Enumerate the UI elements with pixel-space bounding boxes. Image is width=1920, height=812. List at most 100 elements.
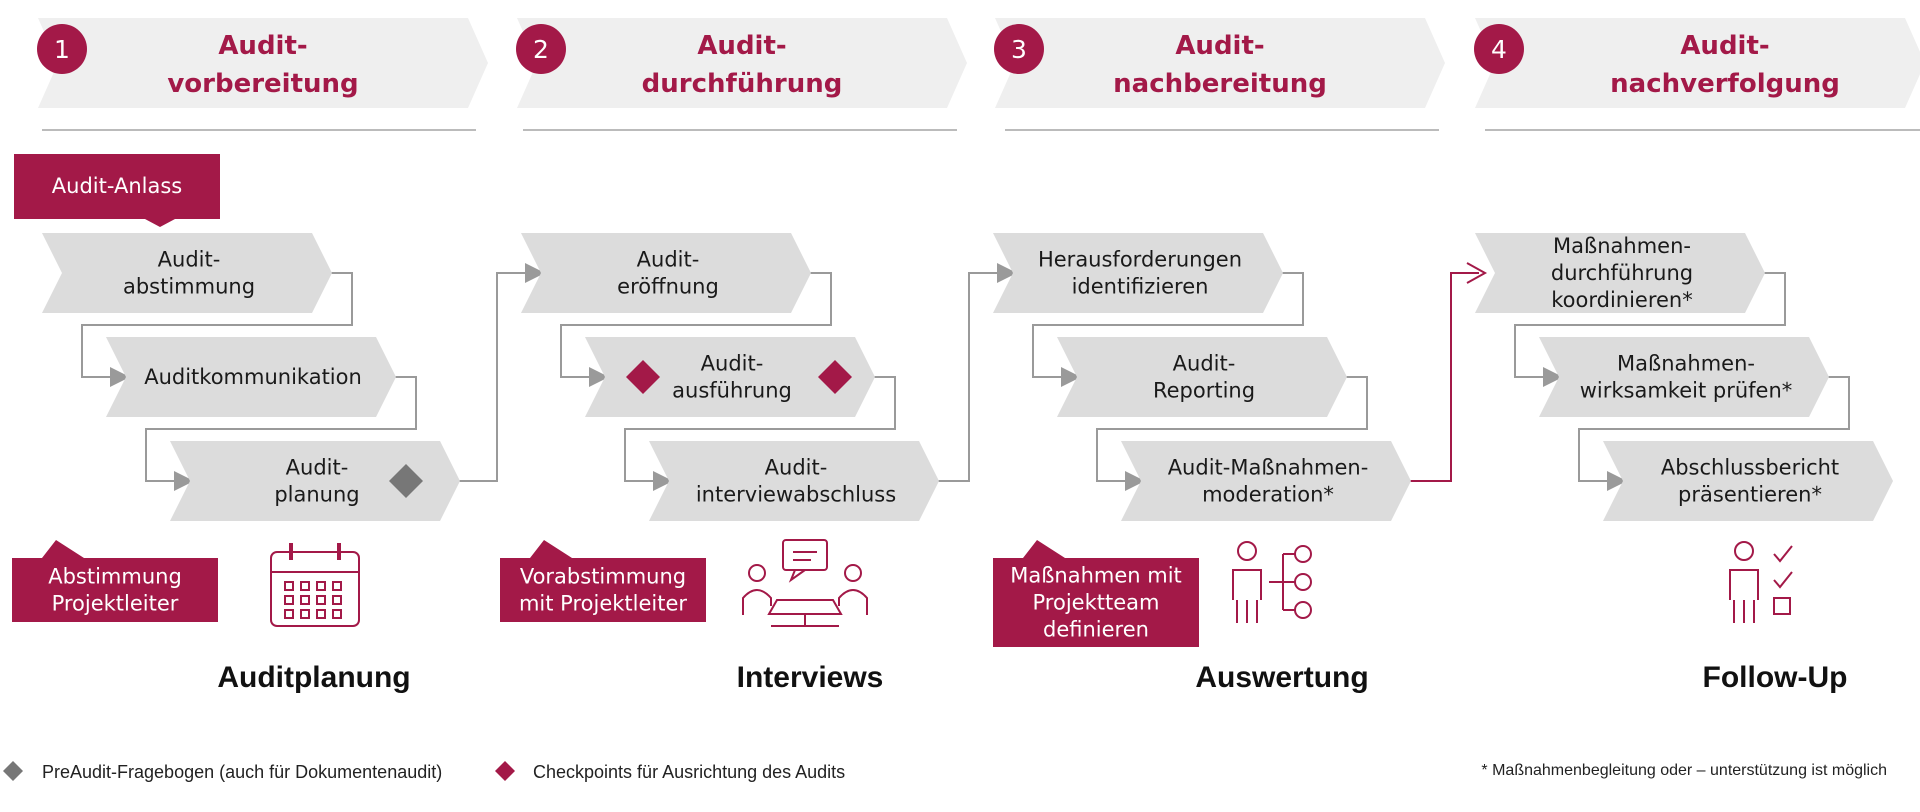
phase-title: durchführung	[642, 69, 843, 99]
phase-number-badge	[37, 24, 87, 74]
step-text: Audit-	[701, 352, 764, 376]
phase-2-step-3: Audit-interviewabschluss	[649, 441, 939, 521]
step-text: Audit-Maßnahmen-	[1168, 456, 1369, 480]
phase-label: Auswertung	[1195, 661, 1368, 694]
note-tag-text: Projektteam	[1033, 591, 1160, 615]
arrow-head	[1607, 471, 1627, 491]
step-chevron	[1475, 233, 1765, 313]
header-chevron	[517, 18, 967, 108]
phase-title: nachverfolgung	[1610, 69, 1840, 99]
phase-3-step-1: Herausforderungen identifizieren	[993, 233, 1283, 313]
audit-anlass-tag: Audit-Anlass	[14, 154, 220, 227]
step-text: Reporting	[1153, 379, 1255, 403]
arrow-head	[997, 263, 1017, 283]
step-chevron	[585, 337, 875, 417]
step-chevron	[106, 337, 396, 417]
step-chevron	[1603, 441, 1893, 521]
arrow-head	[525, 263, 545, 283]
phase-connector	[1401, 272, 1479, 482]
step-text: Abschlussbericht	[1661, 456, 1839, 480]
arrow-head	[174, 471, 194, 491]
note-tag-text: Vorabstimmung	[520, 565, 686, 589]
arrow-head	[1061, 367, 1081, 387]
note-tag-box	[993, 540, 1199, 647]
phase-4-step-2: Maßnahmen-wirksamkeit prüfen*	[1539, 337, 1829, 417]
phase-title: Audit-	[1175, 31, 1264, 61]
phase-2-step-2: Audit-ausführung	[585, 337, 875, 417]
trigger-box	[14, 154, 220, 227]
phase-1-step-2: Auditkommunikation	[106, 337, 396, 417]
step-connector	[1096, 376, 1368, 482]
legend-text: PreAudit-Fragebogen (auch für Dokumenten…	[42, 762, 442, 782]
note-tag-text: Abstimmung	[48, 565, 182, 589]
legend-red-diamond	[495, 761, 515, 781]
phase-title: Audit-	[697, 31, 786, 61]
step-text: koordinieren*	[1551, 288, 1693, 312]
step-connector	[1032, 272, 1304, 378]
phase-label: Follow-Up	[1703, 661, 1848, 694]
step-text: durchführung	[1551, 261, 1693, 285]
arrow-head	[110, 367, 130, 387]
step-connector	[145, 376, 417, 482]
step-text: Audit-	[158, 248, 221, 272]
phase-title: vorbereitung	[167, 69, 358, 99]
step-connector	[1578, 376, 1850, 482]
step-chevron	[170, 441, 460, 521]
note-tag-box	[500, 540, 706, 622]
person-checklist-icon	[1729, 541, 1793, 623]
step-connector	[560, 272, 832, 378]
note-tag-text: definieren	[1043, 618, 1149, 642]
phase-number-badge	[516, 24, 566, 74]
trigger-label: Audit-Anlass	[52, 174, 182, 198]
note-tag-text: mit Projektleiter	[519, 592, 687, 616]
phase-label: Interviews	[737, 661, 884, 694]
person-hierarchy-icon	[1232, 541, 1312, 623]
legend-text: Checkpoints für Ausrichtung des Audits	[533, 762, 845, 782]
step-connector	[81, 272, 353, 378]
step-text: präsentieren*	[1678, 483, 1822, 507]
red-diamond-marker	[626, 360, 660, 394]
step-text: abstimmung	[123, 275, 255, 299]
header-chevron	[38, 18, 488, 108]
step-text: Audit-	[765, 456, 828, 480]
phase-3-step-2: Audit- Reporting	[1057, 337, 1347, 417]
step-chevron	[1539, 337, 1829, 417]
step-connector	[624, 376, 896, 482]
step-text: Maßnahmen-	[1617, 352, 1755, 376]
phase-4-step-3: Abschlussbericht präsentieren*	[1603, 441, 1893, 521]
phase-connector	[929, 272, 997, 482]
step-text: interviewabschluss	[696, 483, 896, 507]
arrow-head	[1543, 367, 1563, 387]
arrow-head-red	[1466, 262, 1488, 284]
note-tag-text: Maßnahmen mit	[1010, 564, 1182, 588]
step-connector	[1514, 272, 1786, 378]
step-text: ausführung	[672, 379, 792, 403]
step-text: Herausforderungen	[1038, 248, 1242, 272]
header-chevron	[1475, 18, 1920, 108]
step-text: Audit-	[1173, 352, 1236, 376]
step-text: wirksamkeit prüfen*	[1580, 379, 1793, 403]
step-chevron	[993, 233, 1283, 313]
calendar-icon	[270, 543, 360, 627]
phase-2-note-tag: Vorabstimmung mit Projektleiter	[500, 540, 706, 622]
step-text: Audit-	[637, 248, 700, 272]
phase-title: nachbereitung	[1113, 69, 1327, 99]
phase-2-step-1: Audit-eröffnung	[521, 233, 811, 313]
meeting-icon	[742, 539, 868, 627]
footnote: * Maßnahmenbegleitung oder – unterstützu…	[1481, 762, 1887, 779]
step-text: planung	[274, 483, 359, 507]
phase-label: Auditplanung	[217, 661, 410, 694]
phase-1-step-3: Audit-planung	[170, 441, 460, 521]
step-text: identifizieren	[1072, 275, 1209, 299]
phase-3-step-3: Audit-Maßnahmen-moderation*	[1121, 441, 1411, 521]
step-chevron	[1057, 337, 1347, 417]
step-text: eröffnung	[617, 275, 719, 299]
arrow-head	[653, 471, 673, 491]
